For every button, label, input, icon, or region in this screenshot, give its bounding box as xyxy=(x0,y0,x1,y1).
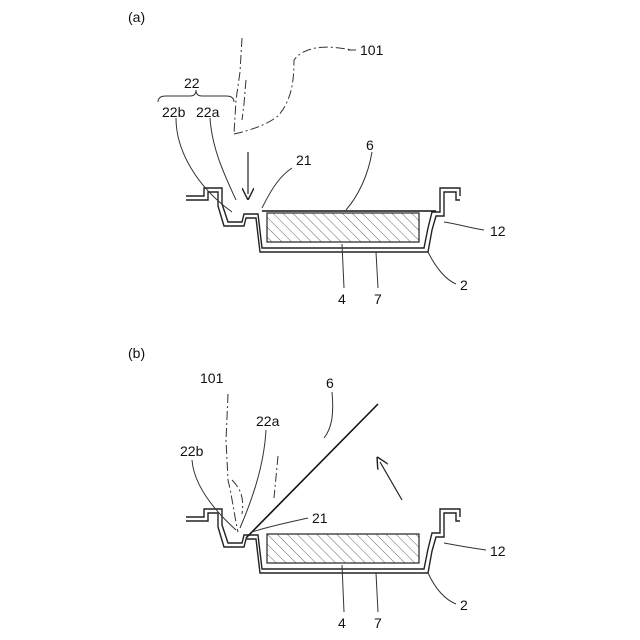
finger-101-a xyxy=(234,38,242,134)
brace-22-a xyxy=(158,90,234,102)
label-6-b: 6 xyxy=(326,375,334,391)
leader-4-a xyxy=(342,244,344,288)
label-22b-a: 22b xyxy=(162,104,186,120)
label-7-b: 7 xyxy=(374,615,382,631)
label-2-b: 2 xyxy=(460,597,468,613)
leader-7-a xyxy=(376,252,378,288)
label-12-b: 12 xyxy=(490,543,506,559)
label-101-a: 101 xyxy=(360,42,384,58)
label-21-a: 21 xyxy=(296,152,312,168)
peel-arrow-b xyxy=(380,462,402,500)
label-22a-b: 22a xyxy=(256,413,280,429)
finger-101-a-inner xyxy=(242,80,246,120)
leader-6-b xyxy=(324,392,333,438)
leader-2-a xyxy=(428,252,456,284)
figure-b: (b) 101 6 22a 22b 21 12 2 4 7 xyxy=(128,345,506,631)
label-6-a: 6 xyxy=(366,137,374,153)
label-7-a: 7 xyxy=(374,291,382,307)
leader-7-b xyxy=(376,573,378,612)
label-22a-a: 22a xyxy=(196,104,220,120)
leader-22b-b xyxy=(192,460,236,530)
label-21-b: 21 xyxy=(312,510,328,526)
finger-101-b xyxy=(226,394,238,532)
leader-21-b xyxy=(252,518,308,532)
label-22-a: 22 xyxy=(184,75,200,91)
figure-a: (a) 101 22 22b 22a 21 6 12 xyxy=(128,9,506,307)
leader-6-a xyxy=(346,152,372,210)
panel-a-label: (a) xyxy=(128,9,145,25)
leader-22a-b xyxy=(240,430,266,528)
leader-12-a xyxy=(444,222,484,230)
leader-21-a xyxy=(262,168,292,208)
label-101-b: 101 xyxy=(200,370,224,386)
leader-12-b xyxy=(444,543,486,550)
label-2-a: 2 xyxy=(460,277,468,293)
label-4-b: 4 xyxy=(338,615,346,631)
label-12-a: 12 xyxy=(490,223,506,239)
content-4-a xyxy=(267,213,419,242)
finger-101-a-back xyxy=(234,47,352,134)
label-22b-b: 22b xyxy=(180,443,204,459)
leader-2-b xyxy=(428,573,456,604)
panel-b-label: (b) xyxy=(128,345,145,361)
label-4-a: 4 xyxy=(338,291,346,307)
leader-22b-a xyxy=(176,118,232,212)
leader-4-b xyxy=(342,565,344,612)
content-4-b xyxy=(267,534,419,563)
finger-101-b-back xyxy=(274,456,278,498)
